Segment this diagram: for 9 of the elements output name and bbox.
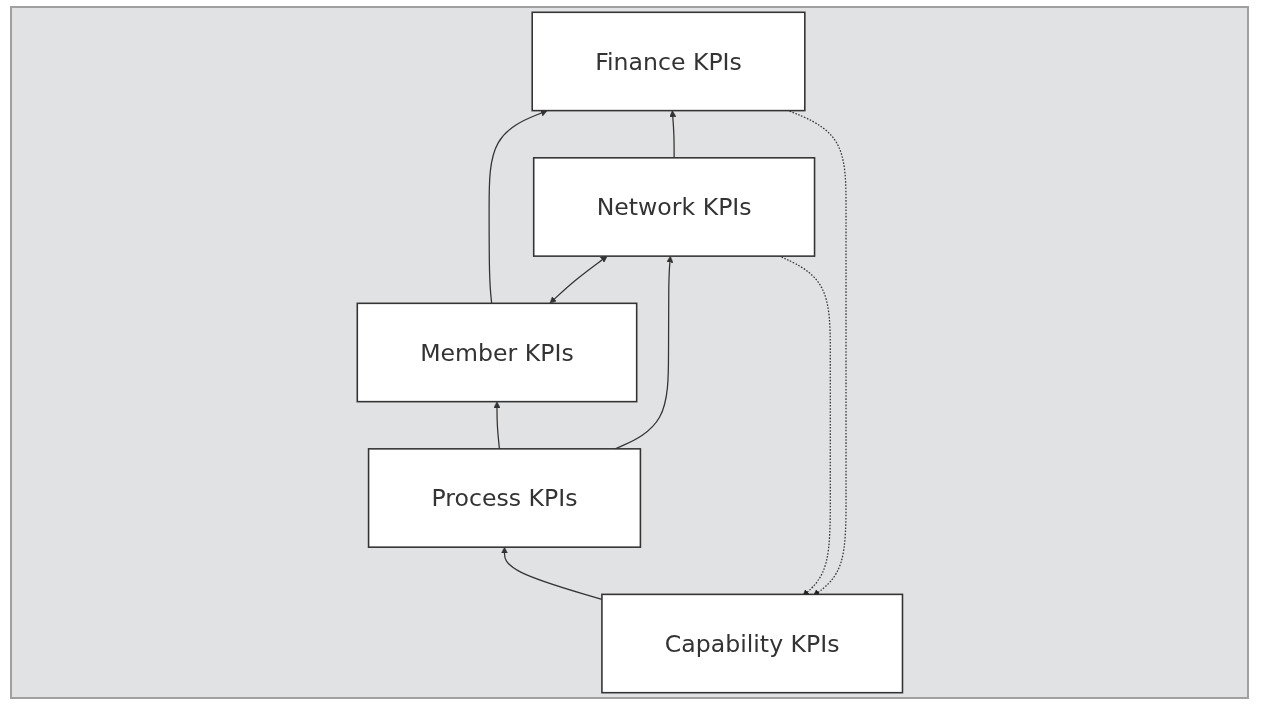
node-box: Member KPIs (356, 302, 638, 403)
arrow (668, 110, 676, 159)
node-box: Network KPIs (532, 157, 815, 257)
node-box: Process KPIs (367, 448, 641, 548)
arrow (493, 401, 501, 450)
node-box: Finance KPIs (531, 11, 806, 112)
node-box: Capability KPIs (600, 593, 903, 694)
arrow (549, 255, 608, 304)
arrow (488, 109, 548, 304)
